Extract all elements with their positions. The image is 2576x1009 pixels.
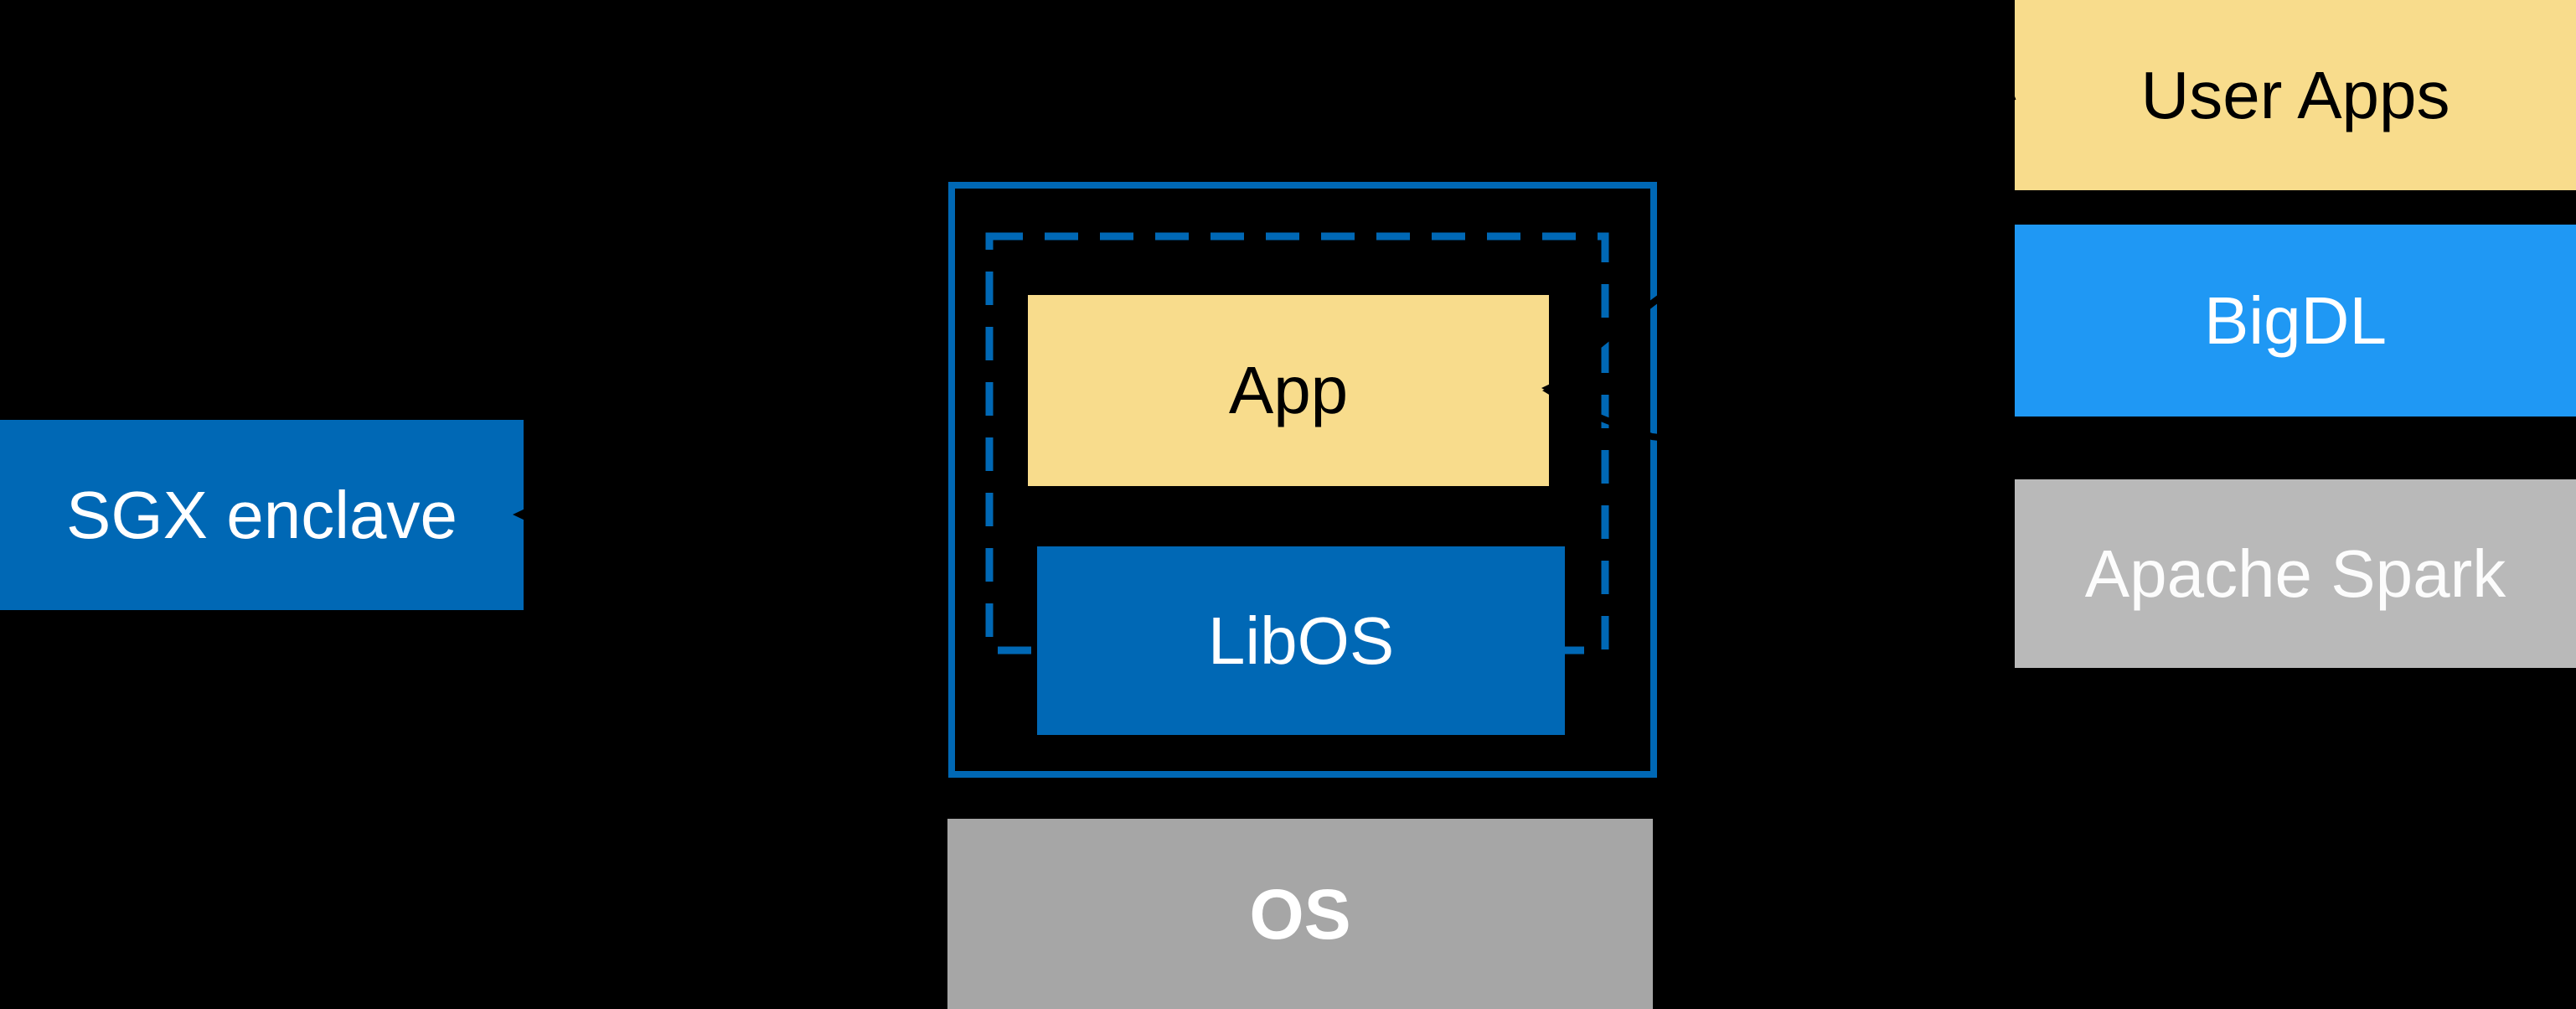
host-process-box <box>948 182 1657 778</box>
apache-spark-label: Apache Spark <box>2084 536 2506 611</box>
app-label: App <box>1228 353 1349 427</box>
sgx-enclave-label: SGX enclave <box>66 477 457 552</box>
os-box: OS <box>947 819 1653 1009</box>
os-label: OS <box>1249 874 1351 954</box>
user-apps-label: User Apps <box>2140 57 2450 132</box>
bigdl-box: BigDL <box>2015 225 2576 417</box>
libos-box: LibOS <box>1037 546 1565 735</box>
apache-spark-box: Apache Spark <box>2015 479 2576 668</box>
app-box: App <box>1028 295 1549 486</box>
bigdl-label: BigDL <box>2204 282 2387 358</box>
sgx-enclave-label-box: SGX enclave <box>0 420 524 610</box>
user-apps-box: User Apps <box>2015 0 2576 190</box>
libos-label: LibOS <box>1207 603 1395 678</box>
